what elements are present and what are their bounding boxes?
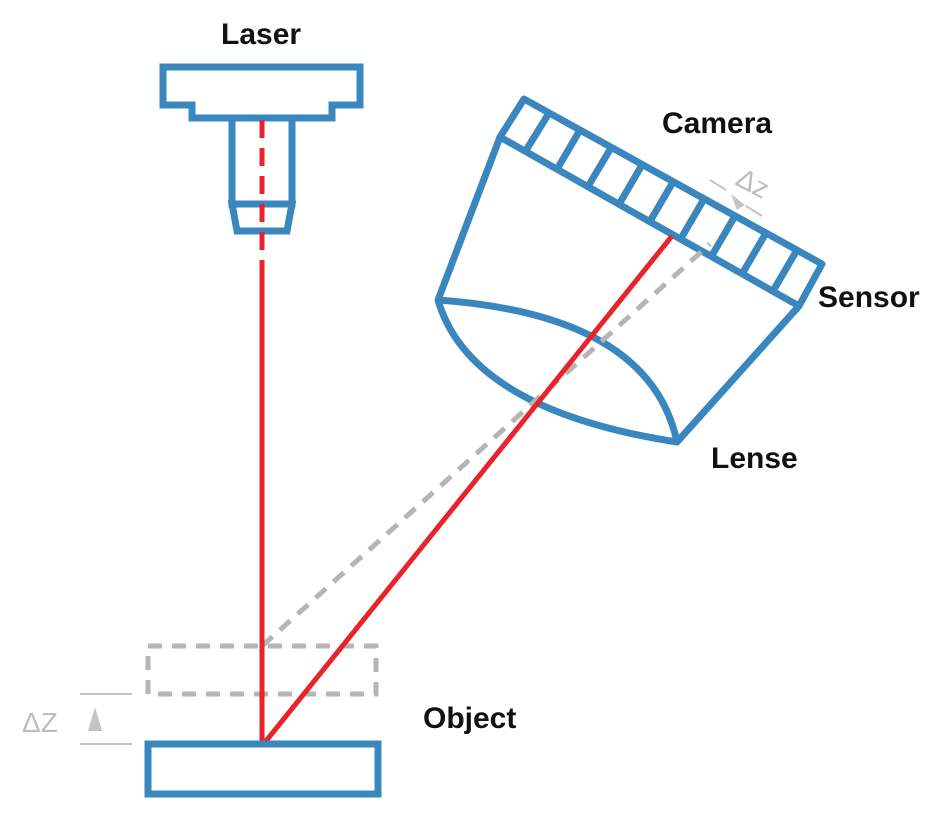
- object-block: [144, 740, 382, 798]
- sensor-divider: [738, 231, 770, 276]
- sensor-divider: [676, 197, 708, 242]
- delta-z-left-label: ΔZ: [22, 707, 58, 738]
- sensor-divider: [707, 214, 739, 259]
- delta-z-sensor-label: Δz: [731, 162, 774, 205]
- delta-z-marker-sensor: [709, 179, 763, 217]
- camera-housing: [434, 135, 802, 446]
- sensor-divider: [552, 128, 584, 173]
- sensor-label: Sensor: [818, 281, 920, 314]
- delta-z-sensor-tick-1: [709, 179, 727, 191]
- sensor-divider: [769, 248, 801, 293]
- shifted-reference: [145, 242, 712, 697]
- delta-z-sensor-tick-2: [745, 205, 763, 217]
- sensor-divider: [522, 111, 552, 154]
- laser-beams: [259, 120, 674, 748]
- sensor-divider: [583, 146, 615, 190]
- beam-reflected: [260, 234, 674, 748]
- camera-label: Camera: [662, 107, 772, 140]
- lense-label: Lense: [711, 442, 798, 475]
- sensor-cells: [522, 111, 801, 293]
- delta-z-arrow-icon: [88, 707, 102, 731]
- laser-label: Laser: [221, 18, 301, 51]
- camera: [434, 95, 826, 446]
- sensor-divider: [614, 163, 646, 208]
- shifted-beam-path: [260, 242, 712, 648]
- lens-shape: [437, 296, 681, 443]
- laser-body: [159, 63, 364, 122]
- sensor-divider: [645, 180, 677, 225]
- object-label: Object: [423, 702, 516, 735]
- delta-z-sensor-arrow-icon: [731, 194, 745, 210]
- sensor-strip: [496, 95, 826, 310]
- delta-z-marker-left: [80, 693, 132, 745]
